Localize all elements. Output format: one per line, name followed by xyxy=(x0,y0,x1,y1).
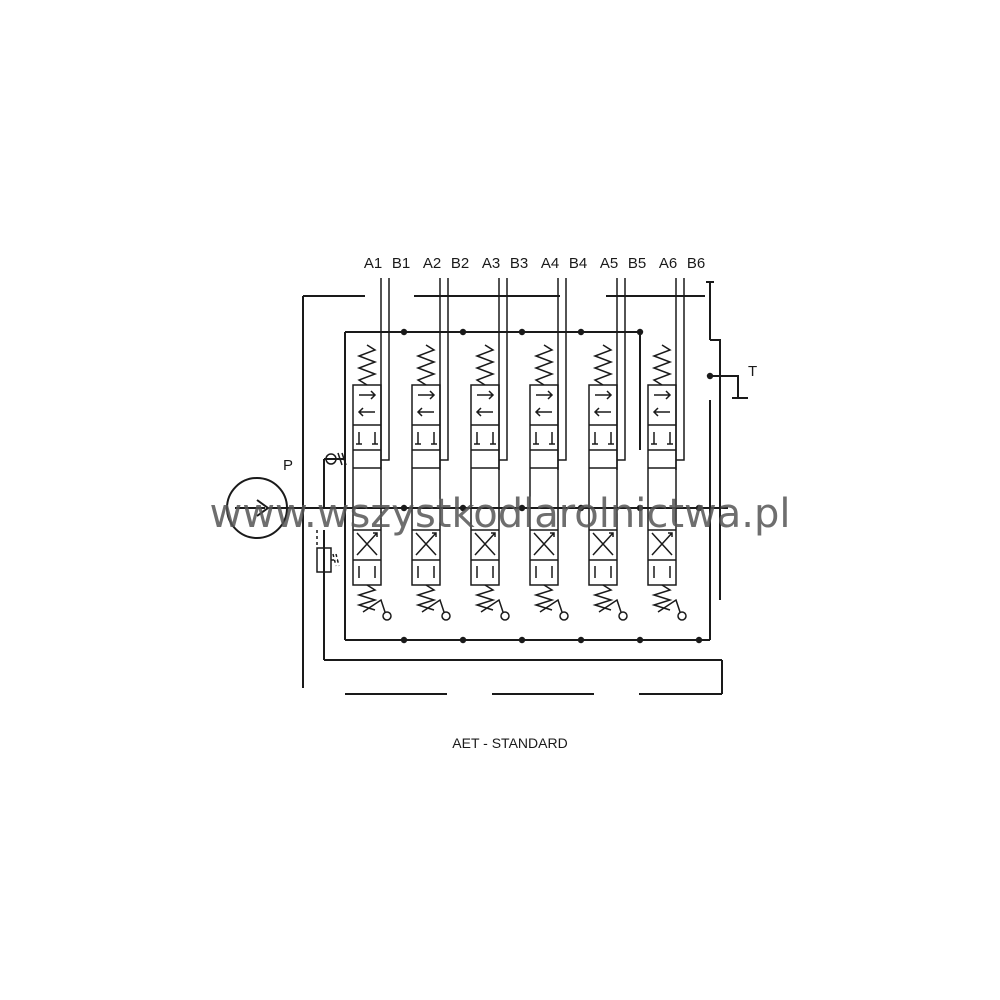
valve-section xyxy=(352,278,408,644)
port-label-b3: B3 xyxy=(510,255,528,272)
port-label-b1: B1 xyxy=(392,255,410,272)
relief-valve-symbol xyxy=(316,452,347,573)
watermark-text: www.wszystkodlarolnictwa.pl xyxy=(210,491,791,537)
pump-label: P xyxy=(283,457,293,474)
tank-label: T xyxy=(748,363,757,380)
diagram-caption: AET - STANDARD xyxy=(452,735,567,751)
valve-section xyxy=(459,278,526,644)
pump-symbol: P xyxy=(226,457,293,539)
port-label-b5: B5 xyxy=(628,255,646,272)
valve-section xyxy=(636,278,703,644)
valve-sections xyxy=(352,278,703,644)
port-label-a3: A3 xyxy=(482,255,500,272)
valve-section xyxy=(577,278,644,644)
port-label-b2: B2 xyxy=(451,255,469,272)
port-label-a5: A5 xyxy=(600,255,618,272)
port-label-b4: B4 xyxy=(569,255,587,272)
port-label-a1: A1 xyxy=(364,255,382,272)
port-label-a2: A2 xyxy=(423,255,441,272)
port-label-a6: A6 xyxy=(659,255,677,272)
valve-section xyxy=(400,278,467,644)
port-label-b6: B6 xyxy=(687,255,705,272)
port-labels: A1 B1 A2 B2 A3 B3 A4 B4 A5 B5 A6 B6 xyxy=(364,255,705,272)
tank-symbol: T xyxy=(706,363,757,399)
port-label-a4: A4 xyxy=(541,255,559,272)
valve-section xyxy=(518,278,585,644)
